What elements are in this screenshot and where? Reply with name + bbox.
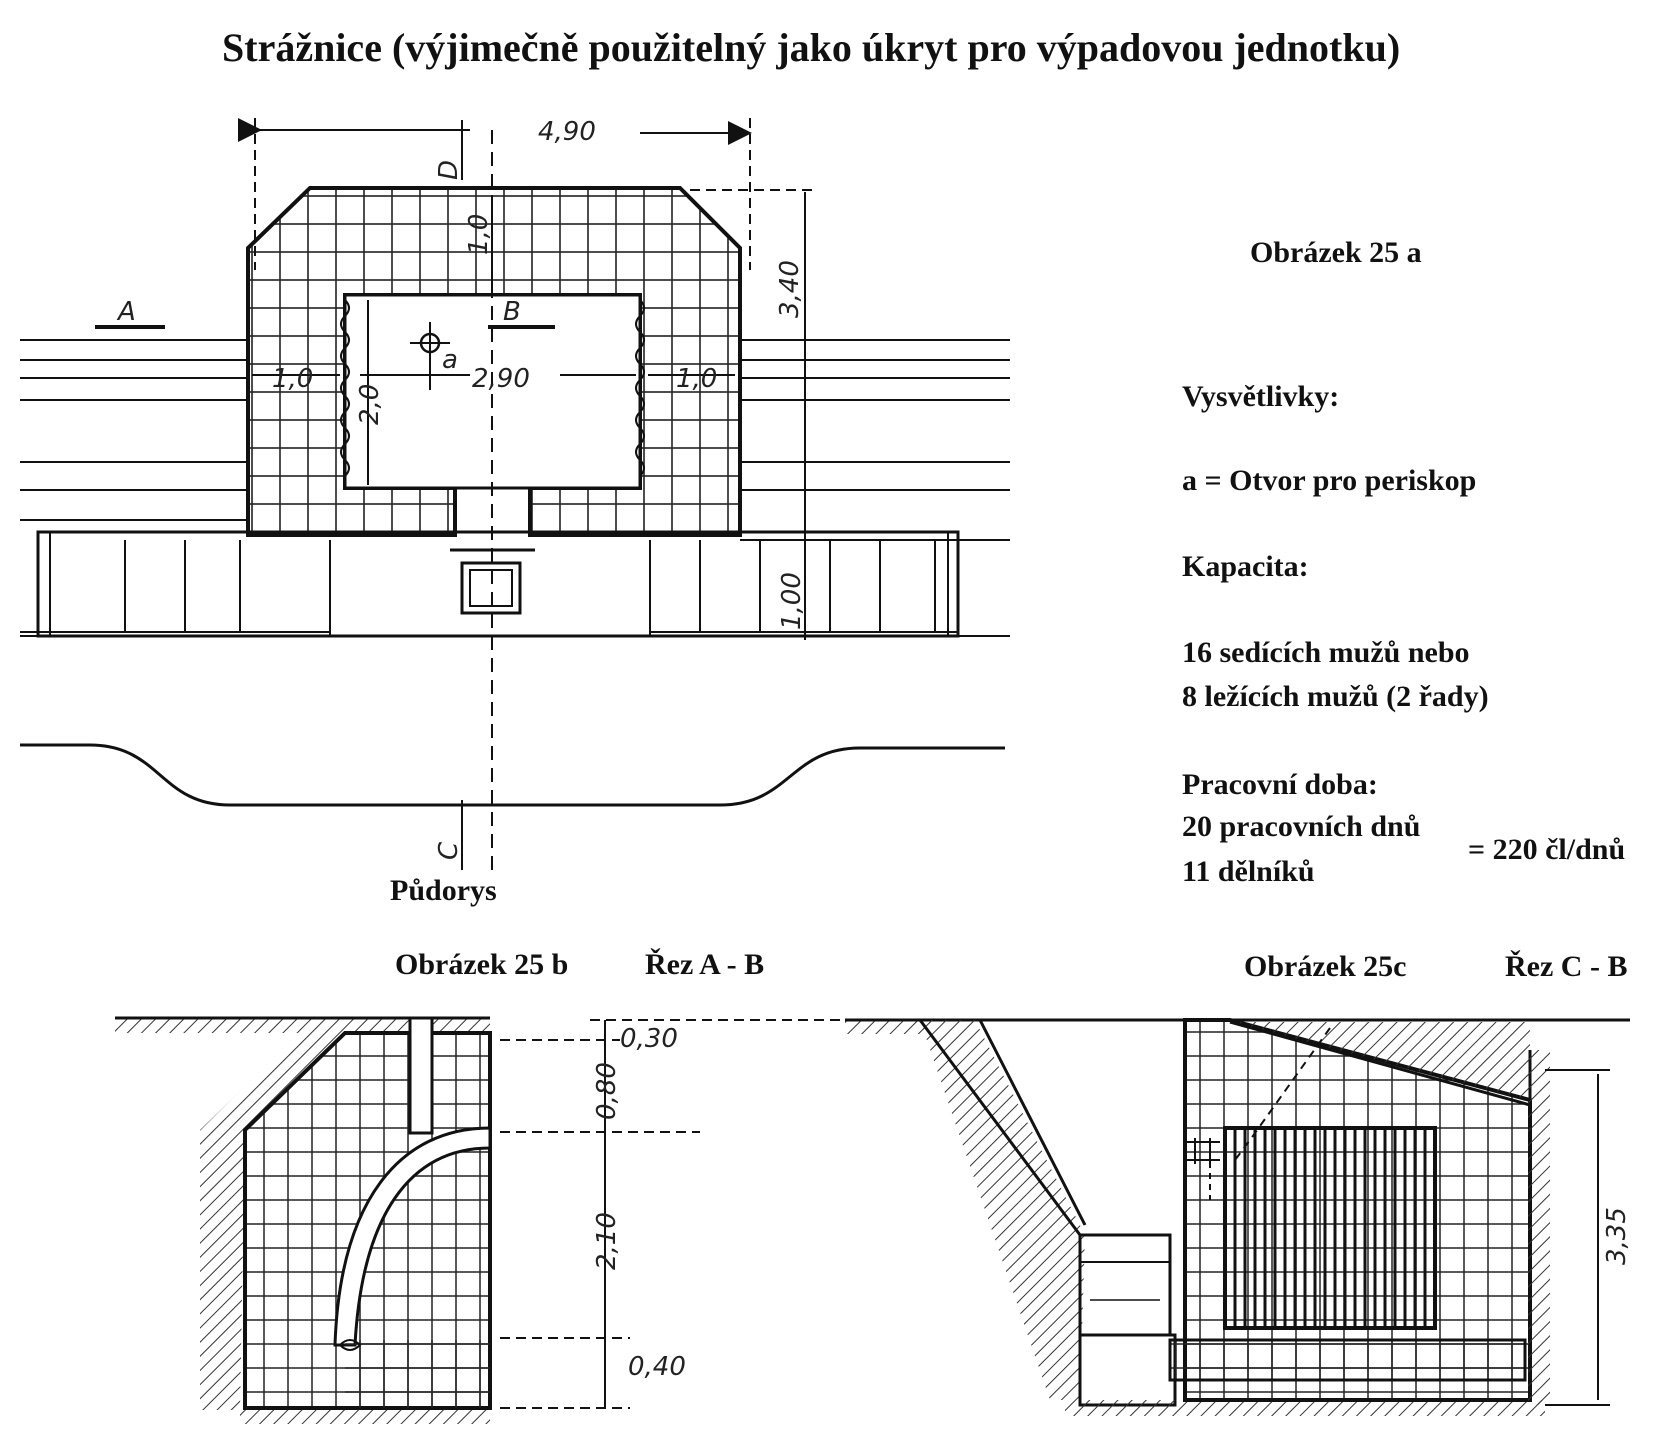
dim-ab-3: 2,10 (592, 1212, 622, 1270)
section-cb-chamber (1223, 1126, 1437, 1330)
page-title: Strážnice (výjimečně použitelný jako úkr… (222, 25, 1401, 70)
plan-label: Půdorys (390, 874, 497, 907)
capacity-line-1: 16 sedících mužů nebo (1182, 636, 1470, 669)
work-line-2: 11 dělníků (1182, 855, 1315, 888)
dim-trench: 1,00 (777, 572, 807, 630)
dim-ab-4: 0,40 (628, 1352, 686, 1382)
section-ab (115, 1016, 840, 1424)
dim-wall-top: 1,0 (464, 214, 494, 255)
work-line-1: 20 pracovních dnů (1182, 810, 1421, 843)
marker-b: B (503, 297, 521, 327)
dim-ab-2: 0,80 (592, 1062, 622, 1120)
figure-c-section: Řez C - B (1505, 950, 1628, 983)
section-cb-dimension-labels: 3,35 (1602, 1207, 1632, 1265)
entrance-square (460, 561, 522, 615)
capacity-heading: Kapacita: (1182, 550, 1309, 583)
marker-d: D (434, 160, 464, 180)
trench-lines-right (740, 339, 1010, 541)
capacity-line-2: 8 ležících mužů (2 řady) (1182, 680, 1489, 713)
ground-profile (20, 743, 1005, 807)
legend-periscope: a = Otvor pro periskop (1182, 464, 1477, 497)
section-cb (845, 1018, 1630, 1416)
dim-height-right: 3,40 (775, 260, 805, 318)
marker-a: A (116, 297, 136, 327)
figure-a-caption: Obrázek 25 a (1250, 236, 1422, 269)
figure-b-caption: Obrázek 25 b (395, 948, 569, 981)
figure-c-caption: Obrázek 25c (1244, 950, 1407, 983)
dim-inner-depth: 2,0 (355, 384, 385, 425)
legend-heading: Vysvětlivky: (1182, 380, 1340, 413)
dim-width-total: 4,90 (538, 117, 596, 147)
section-ab-dimension-labels: 0,30 0,80 2,10 0,40 (592, 1024, 686, 1382)
work-heading: Pracovní doba: (1182, 768, 1378, 801)
dim-ab-1: 0,30 (620, 1024, 678, 1054)
marker-c: C (434, 841, 464, 860)
marker-periscope: a (442, 345, 458, 375)
plan-view (20, 118, 1010, 870)
trench-box (36, 530, 960, 638)
dim-cb-height: 3,35 (1602, 1207, 1632, 1265)
plan-dimension-labels: 4,90 3,40 1,0 1,0 2,90 1,0 2,0 1,00 A B … (116, 117, 807, 860)
dim-inner-width: 2,90 (472, 364, 530, 394)
trench-lines-left (20, 339, 248, 521)
work-total: = 220 čl/dnů (1468, 833, 1626, 866)
dim-wall-right: 1,0 (676, 364, 717, 394)
figure-b-section: Řez A - B (645, 948, 765, 981)
dim-wall-left: 1,0 (272, 364, 313, 394)
entry-steps (1078, 1233, 1172, 1337)
